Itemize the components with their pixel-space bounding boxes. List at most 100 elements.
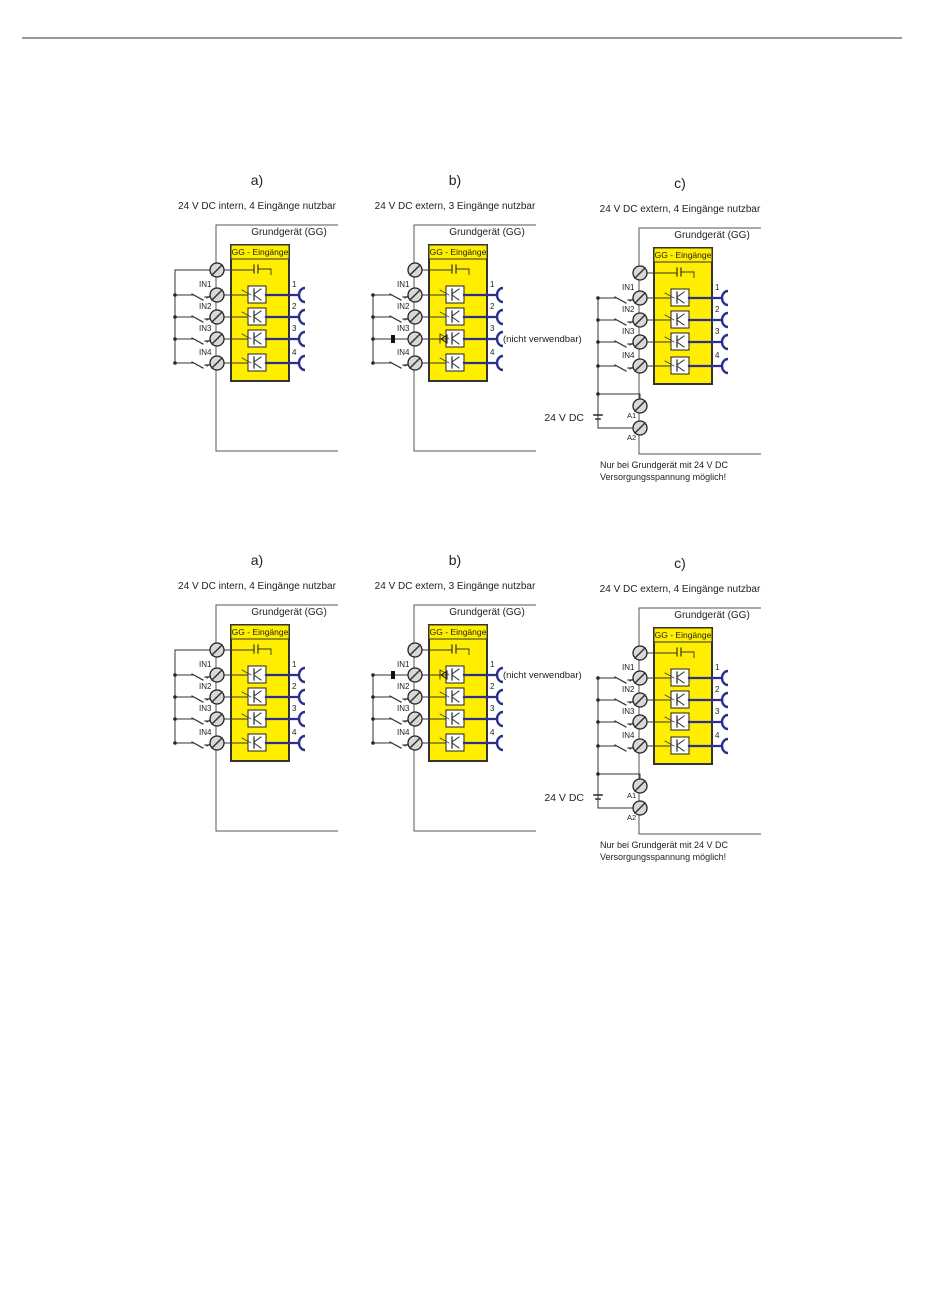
switch-lead xyxy=(206,697,211,701)
terminal-slot xyxy=(633,779,647,793)
a2-label: A2 xyxy=(627,813,636,822)
module-header xyxy=(428,244,488,260)
input-switch xyxy=(191,337,211,345)
screw-terminal xyxy=(209,667,225,683)
terminal-slot xyxy=(408,263,422,277)
output-number: 2 xyxy=(490,682,495,691)
switch-lead xyxy=(404,697,409,701)
transistor-emitter xyxy=(451,316,460,323)
panel-a: a)24 V DC intern, 4 Eingänge nutzbarGrun… xyxy=(173,552,338,832)
output-number: 3 xyxy=(490,704,495,713)
light-arrow xyxy=(664,694,675,701)
transistor-collector xyxy=(253,332,262,339)
input-label: IN3 xyxy=(622,707,635,716)
terminal-slot xyxy=(633,359,647,373)
input-label: IN1 xyxy=(397,660,410,669)
transistor-collector xyxy=(676,739,685,746)
panel-letter: b) xyxy=(449,172,461,188)
switch-blade xyxy=(614,364,627,372)
light-arrow xyxy=(241,737,252,744)
supply-note-line1: Nur bei Grundgerät mit 24 V DC xyxy=(600,840,729,850)
transistor-emitter xyxy=(676,297,685,304)
output-terminal-icon xyxy=(495,354,504,372)
diode-led-icon xyxy=(439,670,448,680)
switch-lead xyxy=(629,722,634,726)
transistor-emitter xyxy=(676,677,685,684)
screw-terminal xyxy=(632,692,648,708)
output-number: 3 xyxy=(715,707,720,716)
switch-lead xyxy=(404,295,409,299)
input-label: IN4 xyxy=(622,731,635,740)
terminal-slot xyxy=(210,263,224,277)
input-switch xyxy=(389,293,409,301)
switch-lead xyxy=(629,298,634,302)
transistor-emitter xyxy=(253,338,262,345)
screw-terminal xyxy=(407,355,423,371)
switch-lead xyxy=(629,700,634,704)
switch-lead xyxy=(206,295,211,299)
transistor-collector xyxy=(676,715,685,722)
transistor-collector xyxy=(451,712,460,719)
output-number: 2 xyxy=(292,682,297,691)
switch-blade xyxy=(614,744,627,752)
optocoupler-icon xyxy=(241,733,267,752)
terminal-slot xyxy=(210,643,224,657)
input-label: IN2 xyxy=(397,302,410,311)
input-switch xyxy=(191,315,211,323)
screw-terminal xyxy=(632,645,648,661)
input-label: IN3 xyxy=(199,324,212,333)
panel-letter: c) xyxy=(674,175,686,191)
screw-terminal xyxy=(407,309,423,325)
input-switch xyxy=(389,315,409,323)
panel-c: c)24 V DC extern, 4 Eingänge nutzbarGrun… xyxy=(544,555,761,862)
screw-terminal xyxy=(407,711,423,727)
output-number: 2 xyxy=(490,302,495,311)
led-triangle xyxy=(440,670,448,680)
device-label: Grundgerät (GG) xyxy=(449,227,525,238)
terminal-slot xyxy=(633,266,647,280)
switch-blade xyxy=(614,720,627,728)
light-arrow xyxy=(241,669,252,676)
output-terminal-icon xyxy=(495,308,504,326)
input-label: IN2 xyxy=(397,682,410,691)
output-number: 1 xyxy=(292,660,297,669)
screw-terminal xyxy=(209,331,225,347)
output-terminal-icon xyxy=(495,734,504,752)
input-switch xyxy=(389,741,409,749)
supply-wire xyxy=(647,272,678,274)
unusable-note: (nicht verwendbar) xyxy=(503,334,582,345)
switch-lead xyxy=(404,363,409,367)
switch-blade xyxy=(191,717,204,725)
screw-terminal xyxy=(632,738,648,754)
transistor-collector xyxy=(253,690,262,697)
terminal-slot xyxy=(210,356,224,370)
transistor-collector xyxy=(451,736,460,743)
input-label: IN2 xyxy=(622,685,635,694)
device-label: Grundgerät (GG) xyxy=(674,230,750,241)
terminal-slot xyxy=(633,693,647,707)
switch-lead xyxy=(629,366,634,370)
supply-note-line2: Versorgungsspannung möglich! xyxy=(600,472,726,482)
transistor-collector xyxy=(451,310,460,317)
screw-terminal xyxy=(209,642,225,658)
input-label: IN2 xyxy=(199,302,212,311)
terminal-slot xyxy=(210,332,224,346)
optocoupler-icon xyxy=(439,665,465,684)
panel-letter: a) xyxy=(251,552,263,568)
transistor-emitter xyxy=(253,294,262,301)
transistor-emitter xyxy=(676,341,685,348)
supply-wire xyxy=(422,649,453,651)
screw-terminal xyxy=(632,334,648,350)
output-terminal-icon xyxy=(720,713,729,731)
module-label: GG - Eingänge xyxy=(655,630,712,640)
terminal-slot xyxy=(633,671,647,685)
input-label: IN1 xyxy=(397,280,410,289)
supply-voltage-label: 24 V DC xyxy=(544,792,584,804)
input-switch xyxy=(191,361,211,369)
output-terminal-icon xyxy=(495,666,504,684)
module-label: GG - Eingänge xyxy=(232,627,289,637)
a2-label: A2 xyxy=(627,433,636,442)
transistor-collector xyxy=(253,356,262,363)
screw-terminal xyxy=(632,670,648,686)
output-number: 1 xyxy=(715,283,720,292)
